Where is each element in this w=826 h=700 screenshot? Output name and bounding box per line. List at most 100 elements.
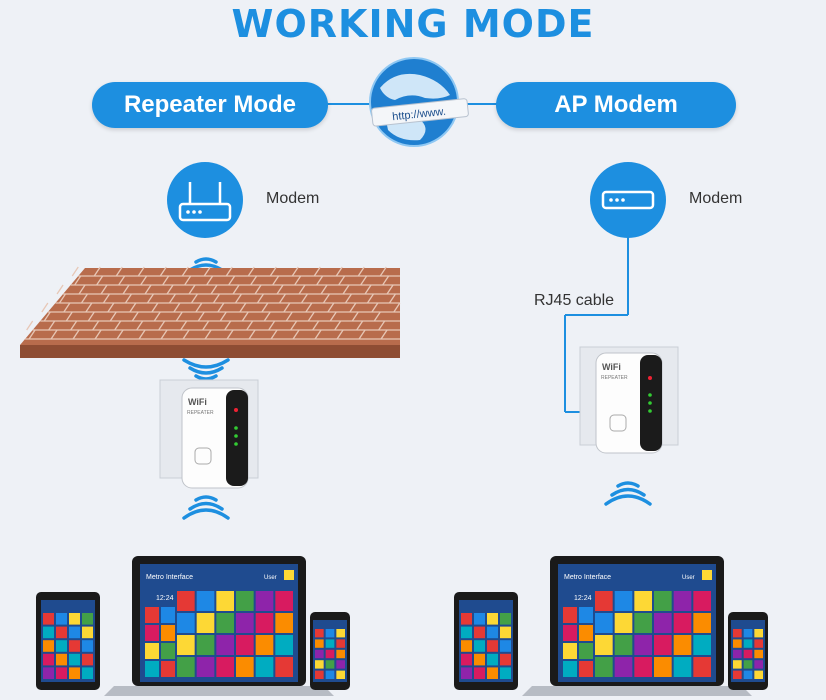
repeater-mode-pill: Repeater Mode	[92, 82, 328, 128]
app-tile	[177, 635, 195, 655]
app-tile	[161, 661, 175, 677]
app-tile	[461, 613, 472, 625]
app-tile	[82, 653, 93, 666]
app-tile	[56, 653, 67, 666]
app-tile	[196, 613, 215, 633]
laptop-base	[522, 686, 752, 696]
app-tile	[614, 657, 633, 677]
app-tile	[563, 643, 577, 659]
app-tile	[743, 660, 753, 669]
app-tile	[673, 635, 692, 655]
left-device-brand: WiFi	[188, 397, 207, 407]
app-tile	[236, 613, 254, 633]
app-tile	[563, 625, 577, 641]
app-tile	[733, 639, 742, 648]
app-tile	[82, 640, 93, 652]
left-wifi-signal-bottom	[182, 495, 230, 520]
laptop-screen-clock: 12:24	[574, 595, 592, 602]
avatar	[284, 570, 294, 580]
app-tile	[754, 660, 763, 669]
app-tile	[56, 640, 67, 652]
app-tile	[579, 625, 593, 641]
app-tile	[69, 640, 80, 652]
app-tile	[161, 607, 175, 623]
app-tile	[743, 639, 753, 648]
app-tile	[654, 635, 672, 655]
right-device-brand: WiFi	[602, 362, 621, 372]
app-tile	[693, 635, 711, 655]
app-tile	[325, 639, 335, 648]
app-tile	[43, 626, 54, 639]
page-title: WORKING MODE	[231, 2, 595, 46]
app-tile	[177, 657, 195, 677]
app-tile	[579, 643, 593, 659]
app-tile	[325, 660, 335, 669]
app-tile	[145, 625, 159, 641]
app-tile	[754, 670, 763, 679]
rj45-cable-label: RJ45 cable	[534, 292, 615, 309]
app-tile	[743, 649, 753, 659]
app-tile	[177, 591, 195, 611]
app-tile	[743, 629, 753, 638]
app-tile	[754, 629, 763, 638]
app-tile	[43, 640, 54, 652]
app-tile	[461, 653, 472, 666]
app-tile	[145, 643, 159, 659]
ap-modem-pill: AP Modem	[496, 82, 736, 128]
app-tile	[43, 613, 54, 625]
app-tile	[500, 653, 511, 666]
app-tile	[500, 640, 511, 652]
app-tile	[177, 613, 195, 633]
left-router-icon	[167, 162, 243, 238]
app-tile	[487, 626, 498, 639]
app-tile	[236, 657, 254, 677]
app-tile	[315, 639, 324, 648]
globe-icon: http://www.	[369, 57, 469, 147]
laptop-screen-header: Metro Interface	[146, 574, 193, 581]
app-tile	[500, 613, 511, 625]
app-tile	[315, 649, 324, 659]
app-tile	[236, 591, 254, 611]
app-tile	[754, 649, 763, 659]
phone	[310, 612, 350, 690]
app-tile	[325, 649, 335, 659]
app-tile	[614, 613, 633, 633]
app-tile	[487, 667, 498, 679]
laptop-screen-user: User	[264, 575, 277, 581]
app-tile	[673, 613, 692, 633]
left-device-subtitle: REPEATER	[187, 410, 214, 416]
app-tile	[69, 653, 80, 666]
globe-url-text: http://www.	[392, 106, 447, 124]
app-tile	[315, 670, 324, 679]
app-tile	[56, 613, 67, 625]
app-tile	[634, 591, 652, 611]
app-tile	[336, 670, 345, 679]
app-tile	[461, 626, 472, 639]
right-device-subtitle: REPEATER	[601, 375, 628, 381]
app-tile	[673, 657, 692, 677]
app-tile	[145, 661, 159, 677]
left-repeater-device: WiFi REPEATER	[159, 379, 259, 489]
app-tile	[216, 591, 234, 611]
app-tile	[69, 626, 80, 639]
app-tile	[487, 640, 498, 652]
app-tile	[693, 657, 711, 677]
app-tile	[82, 613, 93, 625]
app-tile	[255, 613, 274, 633]
app-tile	[654, 613, 672, 633]
laptop-screen-user: User	[682, 575, 695, 581]
app-tile	[579, 661, 593, 677]
app-tile	[563, 607, 577, 623]
app-tile	[216, 657, 234, 677]
app-tile	[325, 629, 335, 638]
app-tile	[56, 626, 67, 639]
app-tile	[196, 635, 215, 655]
app-tile	[654, 657, 672, 677]
app-tile	[500, 626, 511, 639]
avatar	[702, 570, 712, 580]
app-tile	[56, 667, 67, 679]
app-tile	[693, 591, 711, 611]
app-tile	[733, 649, 742, 659]
app-tile	[500, 667, 511, 679]
app-tile	[654, 591, 672, 611]
